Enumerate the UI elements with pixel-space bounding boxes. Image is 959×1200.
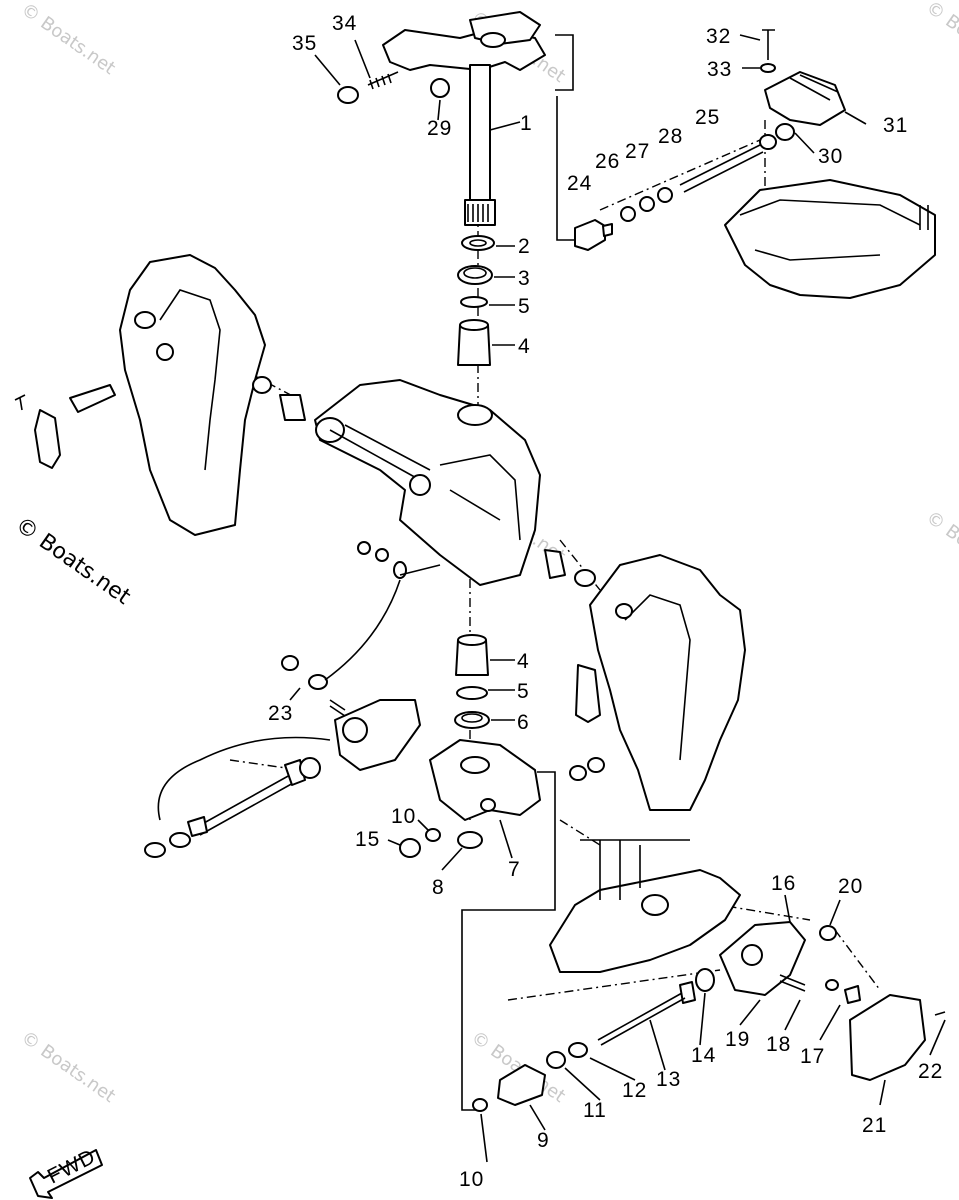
callout-35: 35: [292, 32, 317, 55]
swivel-bracket: [314, 379, 596, 587]
callout-3: 3: [518, 267, 531, 290]
callout-20: 20: [838, 875, 863, 898]
callout-27: 27: [625, 140, 650, 163]
callout-29: 29: [427, 117, 452, 140]
fwd-arrow: FWD: [29, 1145, 103, 1199]
fwd-label: FWD: [44, 1145, 100, 1189]
lower-mount-bracket: [399, 739, 541, 858]
callout-34: 34: [332, 12, 357, 35]
callout-33: 33: [707, 58, 732, 81]
callout-10-lower: 10: [459, 1168, 484, 1191]
lower-right-trim-assembly: [472, 921, 946, 1112]
watermark-text: © Boats.net: [922, 507, 959, 587]
callout-24: 24: [567, 172, 592, 195]
callout-10-upper: 10: [391, 805, 416, 828]
upper-mount-assembly: [574, 29, 936, 299]
callout-22: 22: [918, 1060, 943, 1083]
callout-11: 11: [583, 1099, 607, 1122]
callout-4-lower: 4: [517, 650, 530, 673]
callout-5-upper: 5: [518, 295, 531, 318]
callout-4-upper: 4: [518, 335, 531, 358]
callout-16: 16: [771, 872, 796, 895]
callout-6: 6: [517, 711, 530, 734]
callout-28: 28: [658, 125, 683, 148]
callout-19: 19: [725, 1028, 750, 1051]
callout-5-lower: 5: [517, 680, 530, 703]
callout-26: 26: [595, 150, 620, 173]
callout-12: 12: [622, 1079, 647, 1102]
callout-30: 30: [818, 145, 843, 168]
upper-bushings: [457, 235, 495, 366]
callout-2: 2: [518, 235, 531, 258]
right-clamp-bracket: [569, 554, 746, 811]
lower-bushings: [454, 634, 490, 729]
callout-18: 18: [766, 1033, 791, 1056]
callout-7: 7: [508, 858, 521, 881]
trim-rod-left: [144, 541, 441, 858]
callout-23: 23: [268, 702, 293, 725]
hardware-top-left: [337, 71, 450, 104]
callout-15: 15: [355, 828, 380, 851]
callout-9: 9: [537, 1129, 550, 1152]
watermark-text: © Boats.net: [17, 1027, 119, 1107]
callout-1: 1: [520, 112, 533, 135]
callout-25: 25: [695, 106, 720, 129]
callout-32: 32: [706, 25, 731, 48]
callout-21: 21: [862, 1114, 887, 1137]
callout-17: 17: [800, 1045, 825, 1068]
steering-arm: [382, 11, 546, 226]
watermark-text: © Boats.net: [17, 0, 119, 79]
watermark-text: © Boats.net: [922, 0, 959, 77]
callout-8: 8: [432, 876, 445, 899]
left-clamp-bracket: [14, 254, 306, 536]
leader-lines: [289, 34, 946, 1163]
callout-13: 13: [656, 1068, 681, 1091]
watermark-text: © Boats.net: [11, 512, 136, 610]
lower-unit: [549, 839, 741, 973]
callout-numbers: 1 2 3 5 4 4 5 6 7 8 9 10 10 11 12 13 14 …: [268, 12, 943, 1191]
callout-14: 14: [691, 1044, 716, 1067]
callout-31: 31: [883, 114, 908, 137]
